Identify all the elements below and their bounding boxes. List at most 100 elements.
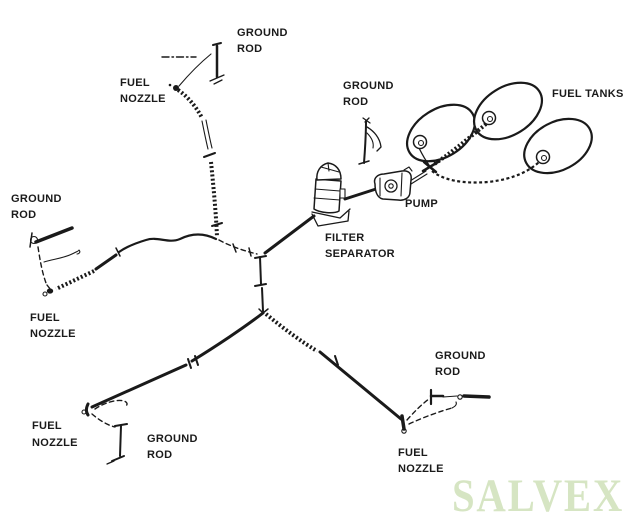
hose-segment-a-b: [218, 239, 258, 255]
coupling-tick: [211, 222, 223, 227]
rod-branch: [366, 126, 382, 152]
pump-nub: [403, 166, 413, 172]
pipe-line: [409, 170, 427, 182]
coupling-tick: [248, 247, 252, 257]
label-fuel-nozzle-left-2: NOZZLE: [30, 328, 76, 340]
label-ground-rod-center-2: ROD: [343, 96, 368, 108]
label-fuel-nozzle-top-2: NOZZLE: [120, 93, 166, 105]
fuel-tank-1: [406, 103, 476, 163]
rod-branch: [366, 132, 374, 149]
tank2-hose: [431, 122, 488, 167]
hose-wavy: [117, 233, 218, 254]
vessel-band: [314, 188, 341, 192]
rod-line: [442, 395, 458, 398]
label-fuel-nozzle-top: FUEL: [120, 77, 150, 89]
pump-detail: [400, 172, 403, 197]
rod-base: [111, 455, 125, 462]
fuel-tanks-group: [406, 81, 593, 184]
ground-wire-dashed: [91, 413, 116, 428]
hose-hatched: [55, 269, 95, 291]
salvex-watermark: SALVEX: [452, 470, 624, 522]
wire-hook: [451, 401, 457, 409]
supply-line: [263, 170, 428, 255]
ground-rod-symbol-top: [209, 42, 225, 85]
hose-hatched: [264, 312, 319, 353]
pipe-line: [205, 119, 213, 149]
labels: GROUND ROD FUEL NOZZLE GROUND ROD FUEL N…: [11, 27, 623, 475]
hose-segment-b-c-upper: [259, 256, 262, 285]
junction-x: [422, 160, 438, 174]
wire-curve: [43, 249, 81, 263]
fuel-tank-2: [473, 81, 543, 141]
nozzle-ring: [401, 428, 407, 434]
label-fuel-nozzle-left: FUEL: [30, 312, 60, 324]
fuel-nozzle: [400, 414, 406, 431]
rod-base: [358, 160, 370, 165]
label-ground-rod-center: GROUND: [343, 80, 394, 92]
coupling-tick: [203, 152, 216, 158]
nozzle-dot: [168, 83, 172, 87]
tank-port-1: [412, 134, 428, 150]
label-fuel-nozzle-bottom-right: FUEL: [398, 447, 428, 459]
hose-solid: [190, 311, 265, 363]
ground-wire-dashed: [94, 399, 128, 410]
label-ground-rod-left: GROUND: [11, 193, 62, 205]
ground-rod-symbol-center: [358, 117, 382, 165]
rod: [34, 226, 74, 244]
nozzle-ring: [42, 291, 48, 297]
rod-base: [106, 460, 115, 465]
hose-hatched: [209, 161, 219, 238]
side-port: [339, 188, 346, 199]
label-fuel-nozzle-bottom-left: FUEL: [32, 420, 62, 432]
coupling-tick: [254, 283, 267, 287]
label-filter-separator-2: SEPARATOR: [325, 248, 395, 260]
ground-rod-symbol-left: [29, 226, 81, 291]
pump-impeller: [384, 179, 398, 193]
hose-solid: [343, 187, 378, 201]
ground-wire-dashed: [406, 398, 430, 421]
ground-wire-dashed: [46, 284, 52, 291]
top-nozzle-assembly: [161, 42, 225, 238]
coupling-tick: [334, 355, 339, 366]
label-ground-rod-top: GROUND: [237, 27, 288, 39]
vessel-band: [313, 197, 341, 201]
hose-hatched: [176, 88, 204, 119]
bottom-right-nozzle-assembly: [264, 312, 491, 434]
rod: [119, 425, 122, 457]
dome-facet: [320, 166, 340, 173]
nozzle-ring: [81, 409, 87, 415]
label-ground-rod-left-2: ROD: [11, 209, 36, 221]
clamp-tick: [29, 232, 33, 248]
filter-separator-unit: [311, 162, 351, 227]
vessel-body: [313, 178, 342, 214]
rod-base: [209, 74, 225, 82]
fuel-nozzle: [46, 288, 54, 294]
ground-wire-dashed: [408, 407, 453, 425]
dome-facet: [327, 162, 330, 172]
hose-solid: [263, 214, 316, 255]
fuel-nozzle: [173, 85, 179, 91]
tank-port-3: [535, 149, 551, 165]
hose-segment-b-c-lower: [261, 287, 264, 312]
pipe-line: [201, 120, 209, 150]
ground-rod-symbol-bottom-left: [106, 423, 128, 465]
ground-rod-symbol-bottom-right: [429, 388, 491, 406]
rod-thick: [462, 394, 491, 399]
rod: [363, 120, 367, 164]
coupling-tick: [194, 355, 199, 366]
label-pump: PUMP: [405, 198, 438, 210]
coupling-tick: [115, 247, 121, 257]
tank3-hose: [431, 160, 541, 184]
label-ground-rod-bottom-right-2: ROD: [435, 366, 460, 378]
ground-wire: [178, 53, 212, 87]
label-fuel-nozzle-bottom-right-2: NOZZLE: [398, 463, 444, 475]
base-edge: [311, 208, 351, 219]
rod-base: [213, 79, 223, 85]
base-edge: [311, 210, 350, 227]
hose-spine: [211, 222, 269, 314]
hose-solid: [94, 253, 118, 271]
rod-cap: [212, 42, 222, 46]
left-nozzle-assembly: [29, 226, 218, 297]
rod-ring: [457, 394, 463, 400]
